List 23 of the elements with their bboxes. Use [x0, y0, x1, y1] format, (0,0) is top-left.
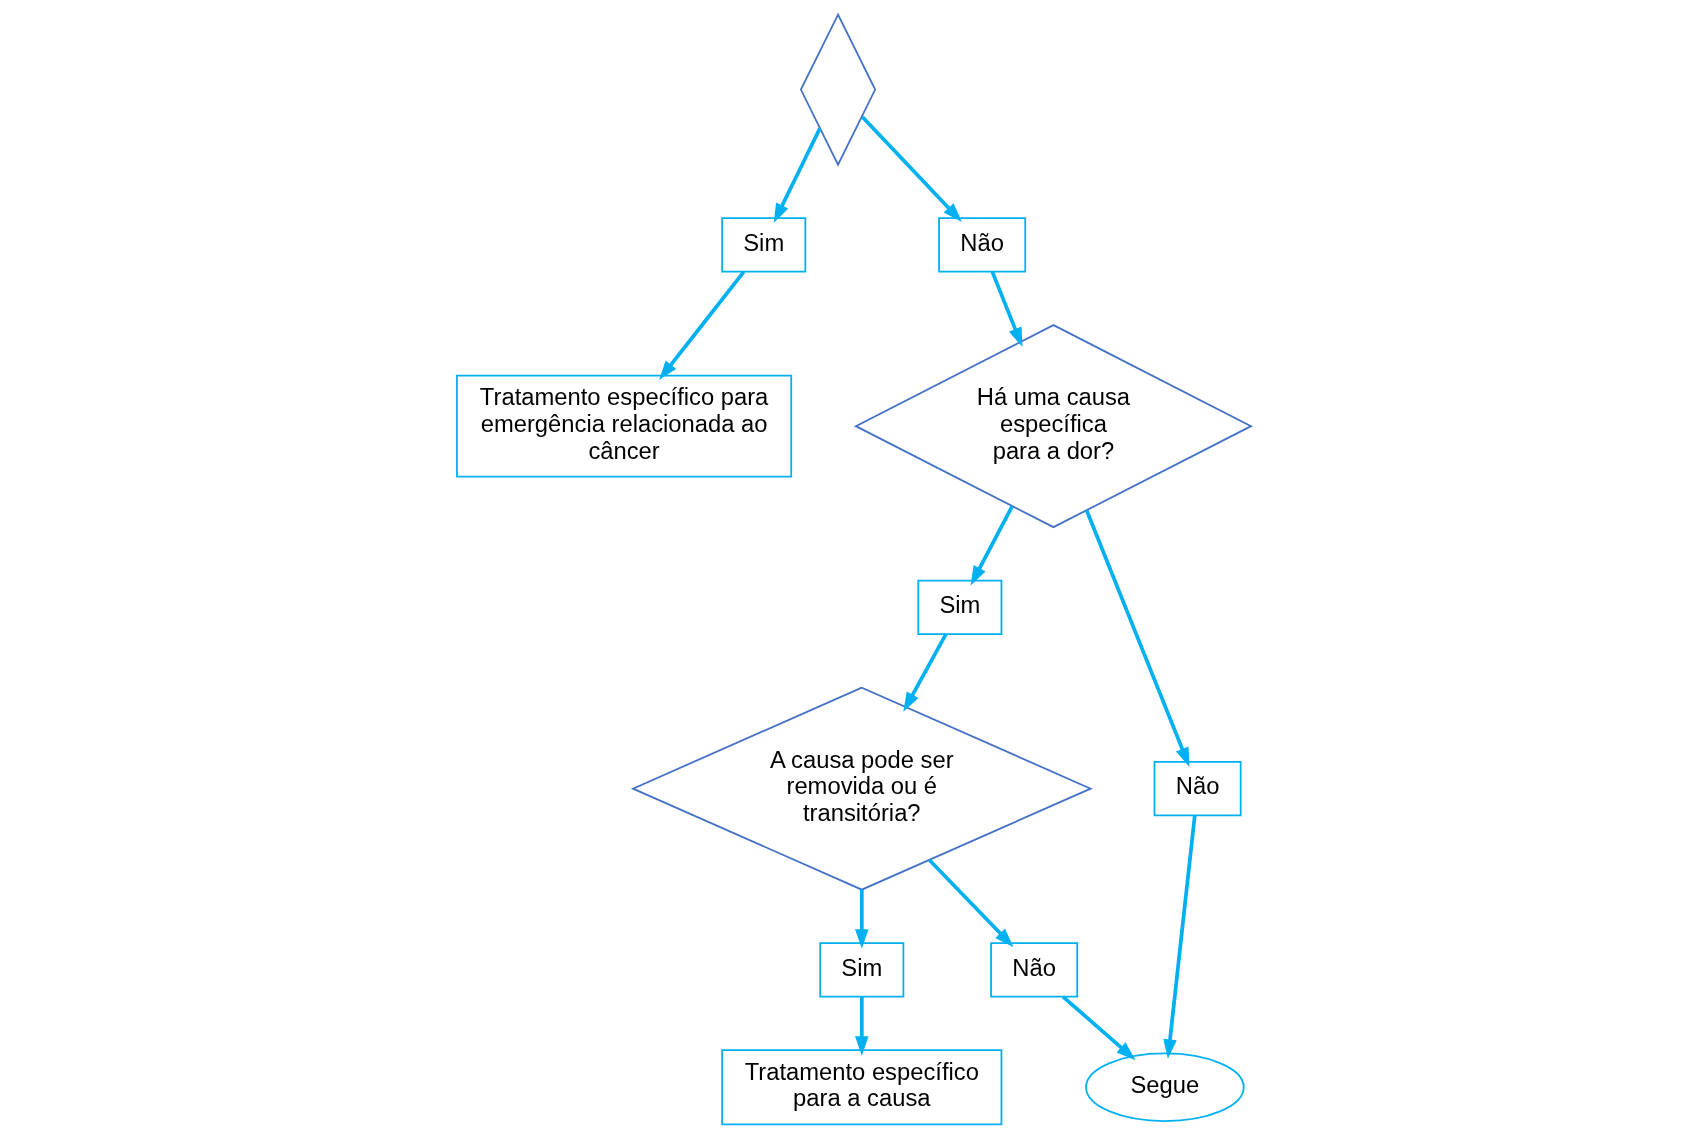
node-diamond — [799, 12, 876, 167]
arrow — [773, 127, 822, 223]
arrow — [658, 270, 745, 380]
arrow — [1084, 509, 1189, 767]
arrow — [860, 115, 962, 223]
node-box: Não — [1153, 761, 1242, 817]
arrow — [970, 505, 1014, 586]
arrow — [854, 889, 869, 949]
node-box: Não — [989, 942, 1078, 998]
node-box: Não — [937, 217, 1026, 273]
node-box: Sim — [916, 579, 1002, 635]
node-box: Sim — [818, 942, 904, 998]
arrow — [1061, 995, 1136, 1061]
node-box: Sim — [720, 217, 806, 273]
arrow — [1162, 815, 1197, 1059]
node-box: Tratamento específico para emergência relacionada ao câncer — [455, 374, 792, 478]
node-box: Tratamento específico para a causa — [720, 1049, 1002, 1126]
node-diamond: A causa pode ser removida ou é transitória? — [630, 686, 1093, 891]
arrow — [927, 858, 1014, 948]
arrow — [902, 633, 947, 712]
node-ellipse: Segue — [1084, 1052, 1245, 1122]
arrow — [854, 996, 869, 1056]
arrow — [990, 271, 1022, 348]
